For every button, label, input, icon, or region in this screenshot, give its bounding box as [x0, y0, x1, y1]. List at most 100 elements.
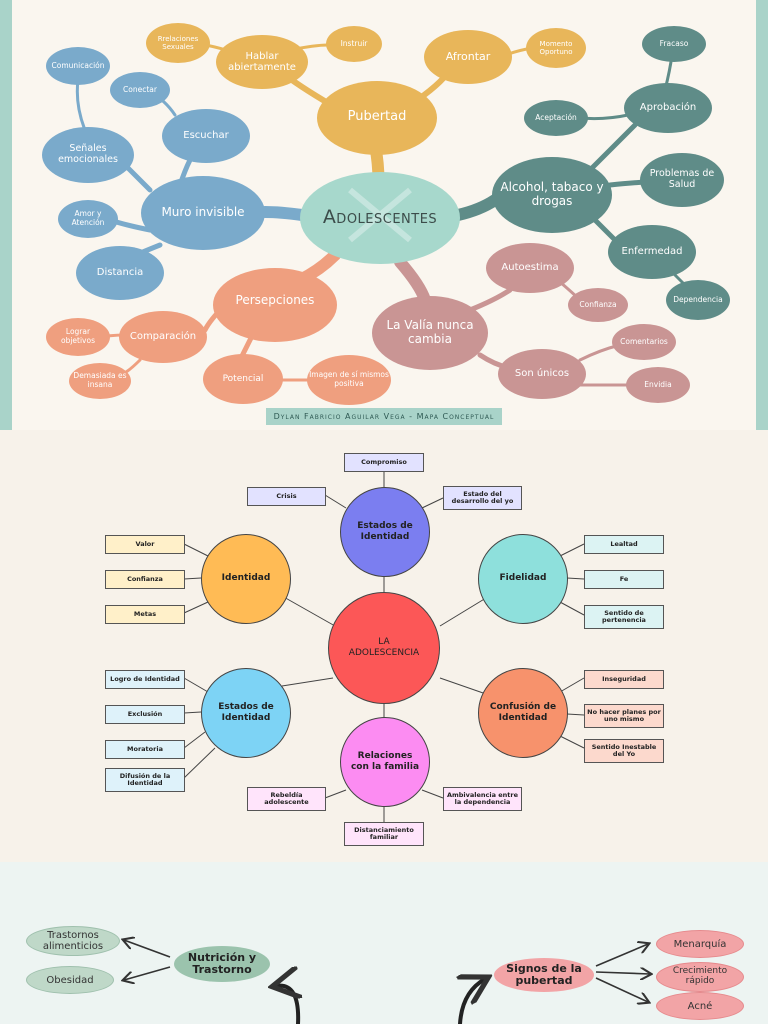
box-crisis: Crisis — [247, 487, 326, 506]
link-muro-senales — [122, 162, 153, 193]
node-percepciones — [213, 268, 337, 342]
node-dependencia — [666, 280, 730, 320]
line-el-moratoria — [183, 731, 206, 749]
line-fa-rebeldia — [324, 789, 347, 799]
node-amor-atencion — [58, 200, 118, 238]
box-estado-desarrollo: Estado del desarrollo del yo — [443, 486, 522, 510]
link-senales-comunicacion — [75, 78, 87, 132]
node-valia — [372, 296, 488, 370]
node-comunicacion — [46, 47, 110, 85]
pill-acne: Acné — [656, 992, 744, 1020]
node-autoestima — [486, 243, 574, 293]
node-aceptacion — [524, 100, 588, 136]
box-sentido-pertenencia: Sentido de pertenencia — [584, 605, 664, 629]
box-logro-identidad: Logro de Identidad — [105, 670, 185, 689]
link-center-alcohol — [452, 194, 501, 221]
node-problemas-salud — [640, 153, 724, 207]
hub-confusion-identidad: Confusión de Identidad — [478, 668, 568, 758]
node-son-unicos — [498, 349, 586, 399]
line-et-crisis — [324, 494, 347, 509]
line-center-estados-left — [281, 677, 334, 687]
line-center-identidad — [281, 595, 336, 627]
node-comparacion — [119, 311, 207, 363]
link-valia-autoestima — [467, 287, 513, 313]
hub-identidad: Identidad — [201, 534, 291, 624]
node-enfermedad — [608, 225, 696, 279]
line-el-difusion — [183, 747, 216, 779]
node-escuchar — [162, 109, 250, 163]
box-exclusion: Exclusión — [105, 705, 185, 724]
box-inseguridad: Inseguridad — [584, 670, 664, 689]
box-distanciamiento: Distanciamiento familiar — [344, 822, 424, 846]
box-metas: Metas — [105, 605, 185, 624]
node-center-adolescentes — [300, 172, 460, 264]
link-center-valia — [394, 256, 431, 306]
line-id-valor — [183, 543, 209, 557]
line-fi-fe — [566, 577, 585, 580]
pill-nutricion-trastorno: Nutrición y Trastorno — [174, 946, 270, 982]
node-afrontar — [424, 30, 512, 84]
node-instruir — [326, 26, 382, 62]
node-potencial — [203, 354, 283, 404]
hub-estados-identidad-top: Estados de Identidad — [340, 487, 430, 577]
line-fa-ambivalencia — [421, 789, 444, 799]
node-hablar-abiertamente — [216, 35, 308, 89]
line-center-fidelidad — [439, 597, 487, 627]
pill-trastornos-alimenticios: Trastornos alimenticios — [26, 926, 120, 956]
box-confianza: Confianza — [105, 570, 185, 589]
box-difusion-identidad: Difusión de la Identidad — [105, 768, 185, 792]
box-rebeldia: Rebeldía adolescente — [247, 787, 326, 811]
line-co-planes — [566, 713, 585, 716]
hub-adolescencia: LA ADOLESCENCIA — [328, 592, 440, 704]
arrow-signos-menarquia — [595, 944, 648, 967]
line-co-sentido — [559, 735, 585, 749]
node-senales — [42, 127, 134, 183]
arrow-signos-acne — [595, 977, 648, 1002]
link-alcohol-salud — [607, 179, 648, 188]
line-et-estado — [421, 497, 444, 509]
box-moratoria: Moratoria — [105, 740, 185, 759]
mind-map-svg — [42, 23, 730, 405]
node-distancia — [76, 246, 164, 300]
line-fi-sentido — [559, 601, 585, 616]
box-sentido-inestable: Sentido Inestable del Yo — [584, 739, 664, 763]
link-center-muro — [259, 206, 308, 221]
node-momento-oportuno — [526, 28, 586, 68]
node-relaciones-sexuales — [146, 23, 210, 63]
credit-banner: Dylan Fabricio Aguilar Vega - Mapa Conce… — [266, 408, 502, 425]
line-fi-lealtad — [559, 543, 585, 557]
node-envidia — [626, 367, 690, 403]
node-fracaso — [642, 26, 706, 62]
arrow-nutricion-trastornos — [124, 940, 171, 958]
pill-crecimiento: Crecimiento rápido — [656, 962, 744, 992]
mind-map-panel: Adolescentes Pubertad Hablar abiertament… — [0, 0, 768, 430]
concept-map-panel: LA ADOLESCENCIA Estados de Identidad Ide… — [0, 430, 768, 862]
node-lograr-objetivos — [46, 318, 110, 356]
node-comentarios — [612, 324, 676, 360]
node-imagen — [307, 355, 391, 405]
line-center-confusion — [439, 677, 487, 695]
pill-signos-pubertad: Signos de la pubertad — [494, 958, 594, 992]
hub-estados-identidad-left: Estados de Identidad — [201, 668, 291, 758]
line-id-metas — [183, 601, 209, 614]
link-alcohol-aprobacion — [587, 122, 638, 173]
node-muro-invisible — [141, 176, 265, 250]
box-compromiso: Compromiso — [344, 453, 424, 472]
bottom-map-panel: Trastornos alimenticios Obesidad Nutrici… — [0, 862, 768, 1024]
pill-obesidad: Obesidad — [26, 966, 114, 994]
box-fe: Fe — [584, 570, 664, 589]
line-co-inseguridad — [559, 677, 585, 693]
mind-map-canvas: Adolescentes Pubertad Hablar abiertament… — [12, 0, 756, 430]
node-conectar — [110, 72, 170, 108]
node-alcohol — [492, 157, 612, 233]
box-ambivalencia: Ambivalencia entre la dependencia — [443, 787, 522, 811]
box-no-hacer-planes: No hacer planes por uno mismo — [584, 704, 664, 728]
node-pubertad — [317, 81, 437, 155]
curve-arrow-left — [276, 986, 298, 1024]
pill-menarquia: Menarquía — [656, 930, 744, 958]
node-demasiada — [69, 363, 131, 399]
node-aprobacion — [624, 83, 712, 133]
center-decoration-icon — [348, 187, 412, 243]
arrow-signos-crecimiento — [595, 972, 650, 974]
concept-map-lines — [183, 471, 585, 822]
